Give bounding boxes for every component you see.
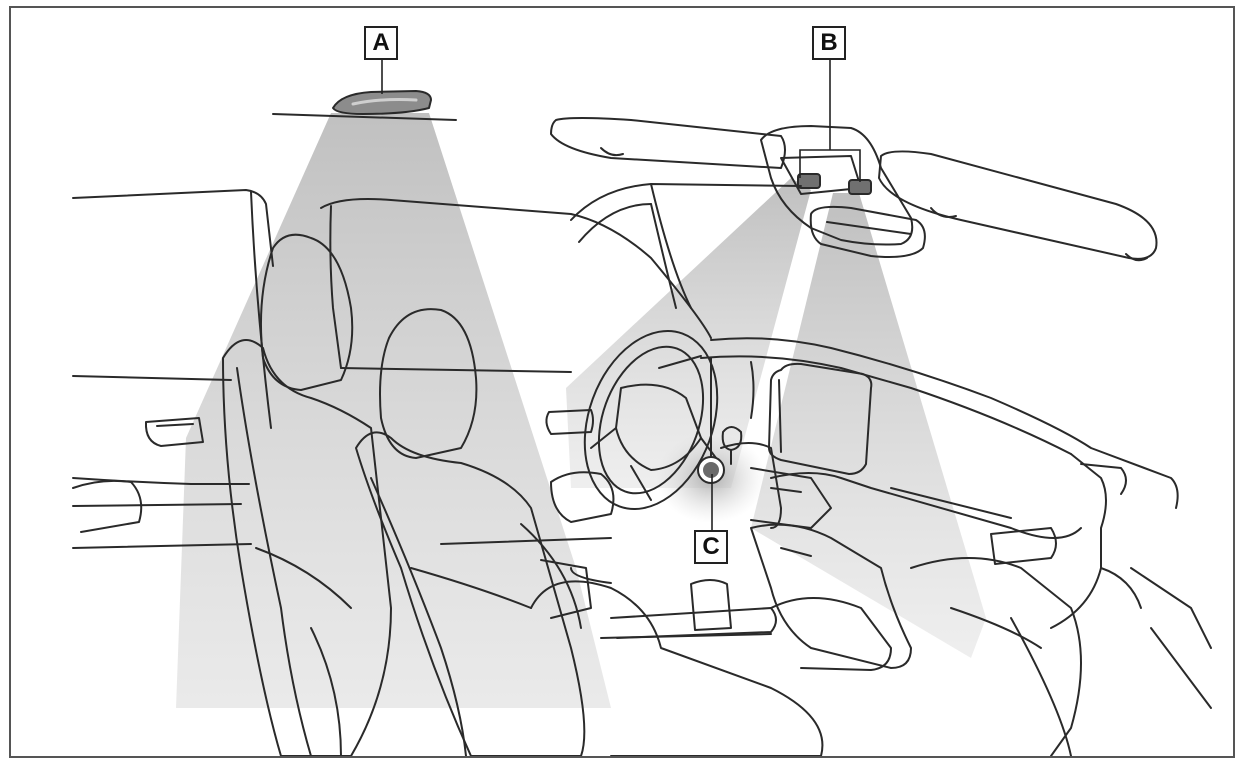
light-beam-a <box>176 113 611 708</box>
front-seat-back <box>355 431 586 756</box>
dash-vent-right <box>990 527 1057 565</box>
leader-bracket-b <box>799 149 861 182</box>
sun-visor-left <box>550 117 786 169</box>
rear-seat-back <box>222 339 392 756</box>
callout-a-label: A <box>372 29 390 56</box>
overhead-lamp-b-left <box>797 173 821 189</box>
callout-a: A <box>364 26 398 60</box>
overhead-lamp-b-right <box>848 179 872 195</box>
interior-lamp-c <box>697 456 725 484</box>
glovebox <box>910 557 1082 756</box>
rear-armrest <box>72 479 143 533</box>
callout-c: C <box>694 530 728 564</box>
sun-visor-right <box>878 150 1158 260</box>
light-beam-b-left <box>566 178 811 488</box>
rear-door-handle <box>144 417 204 447</box>
front-seat-headrest <box>379 308 478 459</box>
steering-wheel <box>583 329 719 511</box>
overhead-console <box>760 125 914 246</box>
callout-b: B <box>812 26 846 60</box>
dash-knob <box>721 426 743 451</box>
rear-seat-headrest <box>259 233 354 391</box>
rearview-mirror <box>809 205 926 258</box>
callout-c-label: C <box>702 533 720 560</box>
shift-lever <box>690 579 732 631</box>
console-armrest-box <box>770 597 892 671</box>
car-interior-illustration <box>72 59 1212 756</box>
callout-b-label: B <box>820 29 838 56</box>
overhead-lamp-a <box>332 90 432 115</box>
center-display <box>768 362 873 475</box>
center-console <box>750 523 912 669</box>
diagram-frame: A B C <box>9 6 1235 758</box>
dashboard <box>710 337 1179 509</box>
front-door-handle <box>545 409 594 435</box>
front-seat-cushion <box>530 580 824 756</box>
